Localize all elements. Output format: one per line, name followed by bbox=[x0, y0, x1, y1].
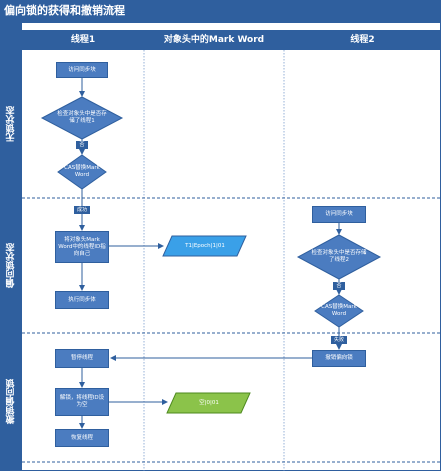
thread1-unlock-box: 解锁，将线程ID设为空 bbox=[55, 388, 109, 416]
thread1-resume-box: 恢复线程 bbox=[55, 429, 109, 447]
thread1-replace-id-box: 将对象头Mark Word中的线程ID指向自己 bbox=[55, 231, 109, 263]
thread2-no-label: 否 bbox=[333, 282, 345, 290]
thread2-fail-label: 失败 bbox=[331, 336, 347, 344]
column-header-thread1: 线程1 bbox=[22, 30, 144, 50]
markword-biased-label: T1|Epoch|1|01 bbox=[185, 242, 225, 249]
column-header-markword: 对象头中的Mark Word bbox=[144, 30, 284, 50]
thread2-revoke-box: 撤销偏向锁 bbox=[312, 350, 366, 367]
markword-biased-shape bbox=[162, 235, 247, 257]
diagram-title: 偏向锁的获得和撤销流程 bbox=[0, 0, 441, 22]
thread1-ok-label: 成功 bbox=[74, 206, 90, 214]
thread2-access-sync-box: 访问同步块 bbox=[312, 206, 366, 223]
markword-unlocked-shape bbox=[166, 392, 251, 414]
lane-label-column bbox=[0, 22, 22, 471]
thread1-check-label: 检查对象头中是否存储了线程1 bbox=[57, 111, 107, 124]
thread2-check-label: 检查对象头中是否存储了线程2 bbox=[311, 250, 367, 263]
thread1-no-label: 否 bbox=[76, 141, 88, 149]
thread1-access-sync-box: 访问同步块 bbox=[56, 62, 108, 78]
markword-unlocked-label: 空|0|01 bbox=[199, 399, 219, 406]
thread1-pause-box: 暂停线程 bbox=[55, 349, 109, 368]
column-header-thread2: 线程2 bbox=[284, 30, 441, 50]
thread1-cas-label: CAS替换Mark Word bbox=[64, 165, 100, 178]
thread2-cas-label: CAS替换Mark Word bbox=[321, 304, 357, 317]
thread1-exec-sync-box: 执行同步体 bbox=[55, 291, 109, 309]
